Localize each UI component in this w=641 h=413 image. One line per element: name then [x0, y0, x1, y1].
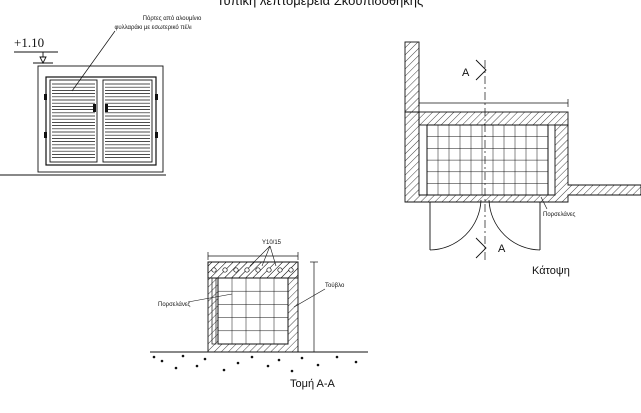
plan-back-wall — [418, 111, 569, 126]
gravel-dot — [152, 355, 156, 359]
section-mark-top: A — [462, 67, 470, 79]
gravel-dot — [195, 364, 199, 368]
gravel-dot — [266, 364, 270, 368]
section-slab — [207, 261, 299, 279]
door-note-line2: φυλλαράκι με εσωτερικό πέλι — [114, 24, 192, 31]
gravel-dot — [160, 359, 164, 363]
section-gravel — [152, 354, 358, 373]
handle-icon — [93, 104, 96, 112]
gravel-dot — [354, 360, 358, 364]
plan-tile-label: Πορσελάνες — [543, 211, 576, 218]
section-wall-label: Τούβλο — [325, 283, 345, 289]
rebar-icon — [277, 267, 283, 273]
section-profile-label: Υ10/15 — [262, 240, 282, 246]
section-door-profile — [211, 277, 217, 345]
gravel-dot — [203, 357, 207, 361]
rebar-icon — [288, 267, 294, 273]
rebar-icon — [222, 267, 228, 273]
plan-wall-left-upper — [404, 41, 420, 113]
rebar-icon — [244, 267, 250, 273]
level-label: +1.10 — [14, 35, 44, 50]
plan-door-swing-right — [488, 199, 541, 251]
plan-caption: Κάτοψη — [532, 265, 570, 277]
plan-wall-enclosure — [404, 111, 641, 203]
gravel-dot — [222, 368, 226, 372]
elevation-view: +1.10 Πόρτες από αλουμίνιο φυλλαράκι με … — [0, 15, 202, 176]
plan-view: A A Πορσελάνες Κάτοψη — [404, 41, 641, 277]
gravel-dot — [316, 363, 320, 367]
plan-door-swing-left — [429, 199, 482, 251]
door-leaf-right — [102, 79, 153, 163]
sheet-title: Τυπική λεπτομέρεια Σκουπιδοθήκης — [217, 0, 424, 8]
rebar-icon — [233, 267, 239, 273]
elevation-wall-outline — [37, 65, 164, 173]
section-interior — [217, 277, 289, 345]
gravel-dot — [290, 369, 294, 373]
door-leaf-left — [49, 79, 98, 163]
plan-tile-grid — [427, 125, 548, 195]
door-note-line1: Πόρτες από αλουμίνιο — [143, 15, 202, 22]
rebar-icon — [255, 267, 261, 273]
handle-icon — [105, 104, 108, 112]
hinge-icon — [44, 132, 47, 138]
gravel-dot — [250, 355, 254, 359]
section-arrow-bottom-icon — [475, 237, 487, 259]
rebar-icon — [211, 267, 217, 273]
section-mark-bottom: A — [498, 243, 506, 255]
gravel-dot — [335, 355, 339, 359]
level-triangle-icon — [39, 56, 47, 65]
hinge-icon — [155, 132, 158, 138]
rebar-icon — [266, 267, 272, 273]
gravel-dot — [236, 361, 240, 365]
gravel-dot — [174, 366, 178, 370]
gravel-dot — [277, 358, 281, 362]
door-louvers-left — [52, 83, 95, 158]
hinge-icon — [155, 94, 158, 100]
section-view: Υ10/15 Πορσελάνες Τούβλο Τομή Α-Α — [150, 240, 368, 390]
section-caption: Τομή Α-Α — [290, 378, 336, 390]
door-note-leader — [71, 30, 116, 92]
section-rebars — [211, 267, 294, 273]
section-tile-label: Πορσελάνες — [158, 301, 191, 308]
door-louvers-right — [105, 83, 150, 158]
section-tile-grid — [218, 278, 288, 345]
gravel-dot — [300, 356, 304, 360]
hinge-icon — [44, 94, 47, 100]
section-arrow-top-icon — [475, 59, 487, 81]
gravel-dot — [181, 354, 185, 358]
door-frame — [45, 76, 157, 166]
